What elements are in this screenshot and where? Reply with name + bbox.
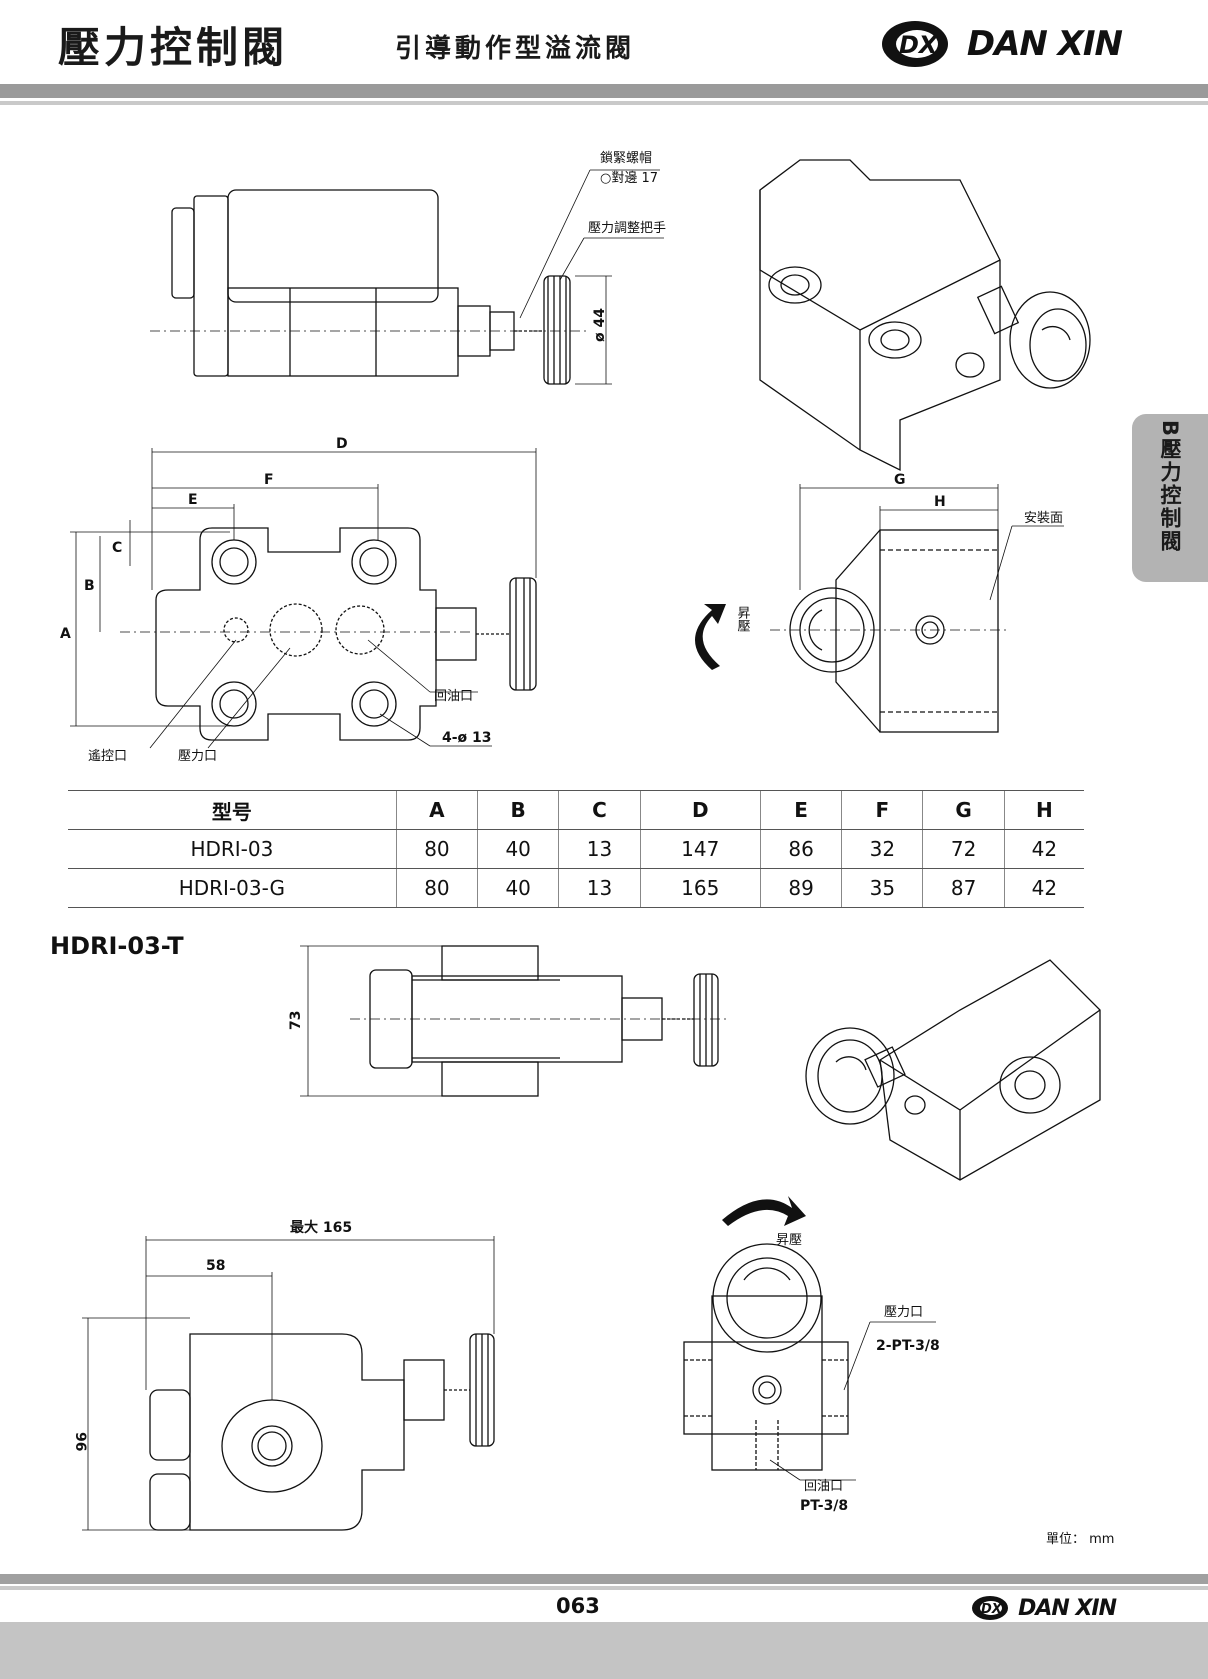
table-cell: 42: [1003, 829, 1084, 869]
dx-logo-icon-small: DX: [972, 1596, 1009, 1620]
lock-nut-label: 鎖緊螺帽: [600, 150, 652, 166]
side-view-drawing: [150, 169, 664, 385]
table-cell: HDRI-03-G: [68, 868, 397, 908]
footer-bottom-band: [0, 1622, 1208, 1679]
table-row: HDRI-03-G 80 40 13 165 89 35 87 42: [68, 868, 1084, 908]
table-cell: 42: [1003, 868, 1084, 908]
max165-label: 最大 165: [290, 1219, 352, 1236]
footer-band: [0, 1574, 1208, 1584]
pressure-port-label-2: 壓力口: [884, 1305, 923, 1320]
section-tab-label: B壓力控制閥: [1158, 420, 1182, 554]
page-subtitle: 引導動作型溢流閥: [395, 34, 636, 64]
return-port-label-2: 回油口: [804, 1479, 843, 1494]
table-cell: 13: [558, 829, 641, 869]
brand-name: DAN XIN: [966, 24, 1123, 64]
col-header: 型号: [68, 790, 397, 830]
bottom-front-view-drawing: [683, 1243, 936, 1481]
pressure-port-spec-2: 2-PT-3/8: [876, 1338, 940, 1354]
brand-logo-footer: DX DAN XIN: [970, 1594, 1117, 1622]
table-cell: HDRI-03: [68, 829, 397, 869]
t-iso-view-drawing: [805, 959, 1101, 1181]
dim-h-label: H: [934, 494, 946, 510]
dx-logo-icon: DX: [881, 21, 948, 67]
raise-pressure-arrow-icon-2: [722, 1196, 806, 1226]
unit-note: 單位： mm: [1046, 1532, 1115, 1547]
col-header: H: [1003, 790, 1084, 830]
col-header: C: [558, 790, 641, 830]
col-header: G: [922, 790, 1005, 830]
dim-73-label: 73: [288, 1011, 304, 1030]
table-cell: 165: [639, 868, 761, 908]
table-row: HDRI-03 80 40 13 147 86 32 72 42: [68, 829, 1084, 869]
dim-58-label: 58: [206, 1258, 225, 1274]
section-tab: B壓力控制閥: [1132, 414, 1208, 582]
table-cell: 86: [759, 829, 842, 869]
dim-e-label: E: [188, 492, 198, 508]
table-cell: 89: [759, 868, 842, 908]
dimension-table: 型号 A B C D E F G H HDRI-03 80 40 13 147 …: [68, 790, 1084, 908]
dim-f-label: F: [264, 472, 274, 488]
dim-b-label: B: [84, 578, 95, 594]
lock-nut-size-label: ○對邊 17: [600, 171, 658, 186]
page-title: 壓力控制閥: [58, 23, 289, 72]
return-port-label: 回油口: [434, 689, 473, 704]
header-band-thin: [0, 101, 1208, 105]
raise-pressure-arrow-icon: [695, 604, 726, 670]
bottom-side-view-drawing: [82, 1236, 495, 1531]
raise-pressure-label-2: 昇壓: [776, 1233, 802, 1248]
iso-view-drawing-1: [759, 159, 1091, 472]
front-view-drawing: [770, 484, 1064, 733]
dim-d-label: D: [336, 436, 348, 452]
col-header: D: [639, 790, 761, 830]
holes-label: 4-ø 13: [442, 730, 492, 746]
footer-band-thin: [0, 1586, 1208, 1590]
model-heading: HDRI-03-T: [50, 932, 184, 960]
svg-text:DX: DX: [981, 1602, 1003, 1617]
col-header: F: [841, 790, 923, 830]
brand-logo-header: DX DAN XIN: [879, 18, 1123, 70]
table-cell: 13: [558, 868, 641, 908]
table-cell: 32: [841, 829, 923, 869]
header-band: [0, 84, 1208, 98]
dim-c-label: C: [112, 540, 122, 556]
dim-g-label: G: [894, 472, 906, 488]
col-header: B: [477, 790, 559, 830]
table-cell: 80: [395, 829, 478, 869]
return-port-spec-2: PT-3/8: [800, 1498, 848, 1514]
table-cell: 40: [477, 829, 559, 869]
page-number: 063: [556, 1594, 600, 1618]
mount-face-label: 安裝面: [1024, 511, 1063, 526]
dim-a-label: A: [60, 626, 71, 642]
col-header: A: [395, 790, 478, 830]
table-cell: 35: [841, 868, 923, 908]
table-cell: 87: [922, 868, 1005, 908]
table-header-row: 型号 A B C D E F G H: [68, 790, 1084, 830]
table-cell: 40: [477, 868, 559, 908]
dia44-label: ø 44: [592, 308, 608, 342]
t-side-view-drawing: [300, 945, 730, 1097]
dim-96-label: 96: [72, 1432, 88, 1451]
top-view-drawing: [70, 448, 537, 749]
raise-pressure-label: 昇壓: [735, 606, 751, 632]
adjust-knob-label: 壓力調整把手: [588, 221, 666, 236]
svg-text:DX: DX: [899, 31, 939, 59]
table-cell: 80: [395, 868, 478, 908]
table-cell: 147: [639, 829, 761, 869]
table-cell: 72: [922, 829, 1005, 869]
remote-port-label: 遙控口: [88, 749, 127, 764]
brand-name-footer: DAN XIN: [1018, 1595, 1117, 1621]
col-header: E: [759, 790, 842, 830]
pressure-port-label: 壓力口: [178, 749, 217, 764]
